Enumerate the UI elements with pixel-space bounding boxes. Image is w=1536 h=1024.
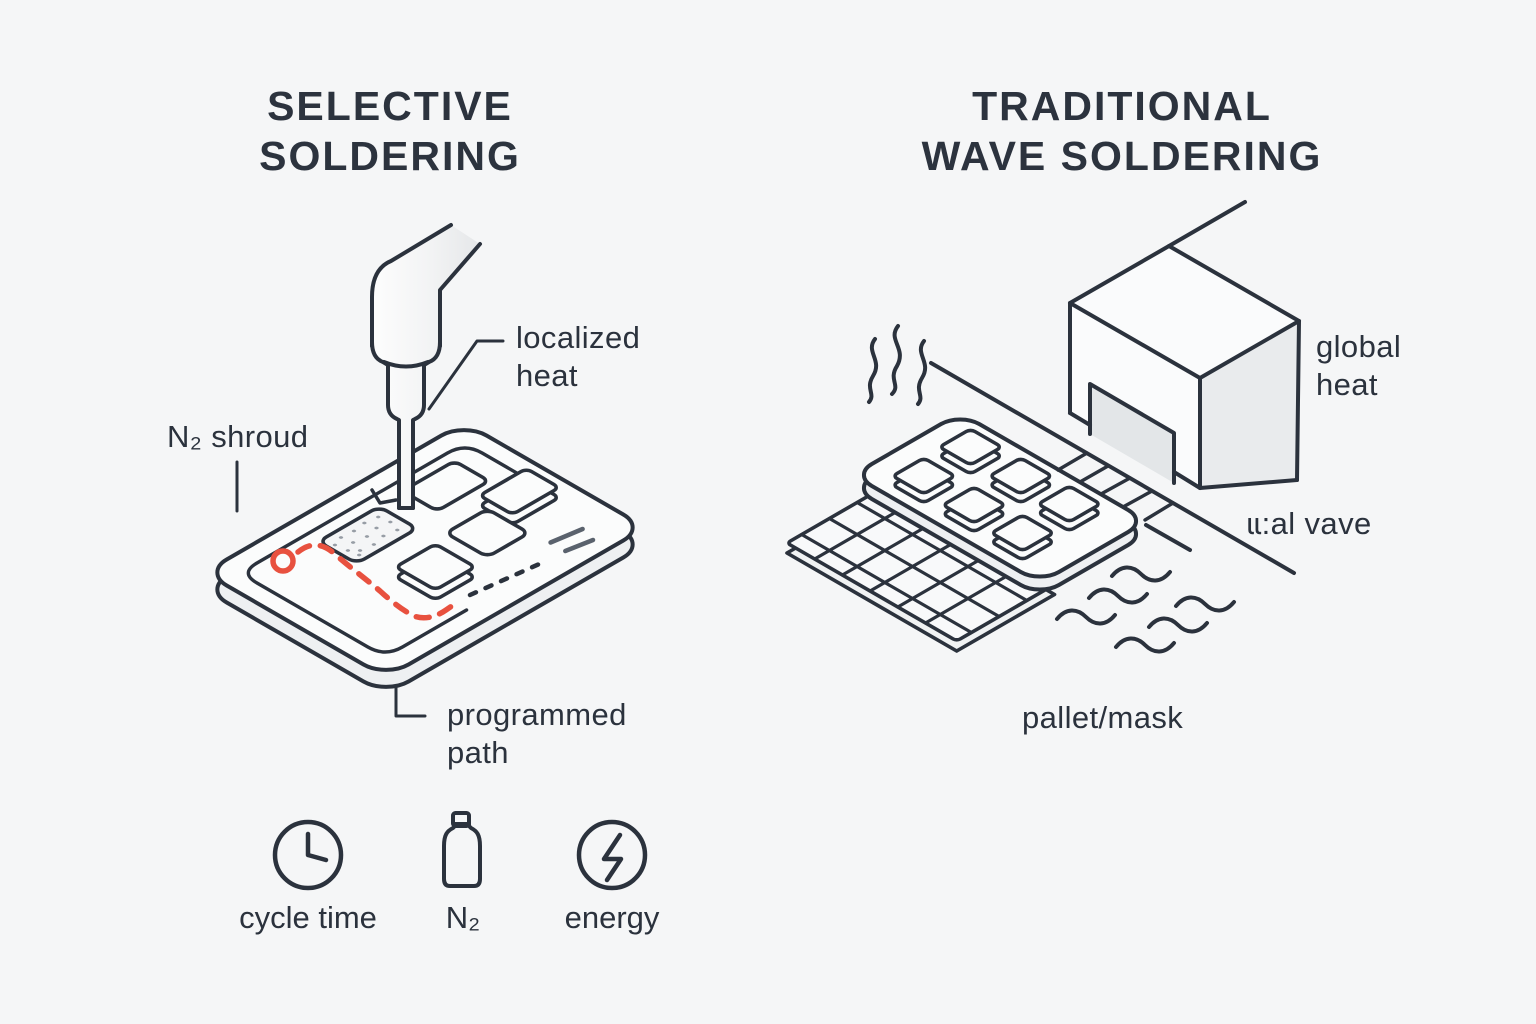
path-start-ring [270,548,296,574]
programmed-path [270,542,549,621]
solder-pad [318,507,417,564]
selective-soldering-figure [189,223,660,891]
left-title-line1: SELECTIVE [267,83,513,129]
conveyor [929,361,1296,575]
label-global-heat: global heat [1316,329,1402,402]
component-raised-2 [387,544,484,600]
solder-nozzle [370,223,482,510]
leader-localized-heat [427,339,505,411]
label-pallet-mask: pallet/mask [1022,700,1184,735]
legend-label-energy: energy [564,900,660,935]
left-title: SELECTIVE SOLDERING [259,81,521,181]
silkscreen-marks [551,527,598,554]
heat-squiggles-icon [867,324,928,406]
pcb-inner-outline [240,443,611,657]
legend-label-cycle-time: cycle time [239,900,377,935]
component-raised-1 [471,469,568,525]
label-n2-shroud: N₂ shroud [167,419,309,454]
component-flat-1 [402,461,489,511]
label-wave: ɩɩ:al vave [1247,506,1372,541]
left-title-line2: SOLDERING [259,133,521,179]
right-title-line1: TRADITIONAL [972,83,1272,129]
pallet-grid [778,487,1063,652]
right-title-line2: WAVE SOLDERING [921,133,1323,179]
right-title: TRADITIONAL WAVE SOLDERING [922,81,1323,181]
entry-notch [370,488,398,505]
wave-solder-oven [1068,200,1301,490]
solder-wave-icon [1055,565,1236,654]
pcb-components [883,429,1110,560]
label-programmed-path: programmed path [447,697,627,770]
component-flat-2 [446,509,529,557]
n2-bottle-icon [442,811,482,888]
leader-programmed-path [394,684,427,718]
left-pcb-board [189,423,660,695]
label-localized-heat: localized heat [516,320,641,393]
clock-icon [272,819,344,891]
legend-label-n2: N₂ [445,900,481,935]
wave-soldering-figure [752,200,1301,654]
energy-bolt-icon [576,819,648,891]
oven-tunnel-opening [1090,384,1174,483]
